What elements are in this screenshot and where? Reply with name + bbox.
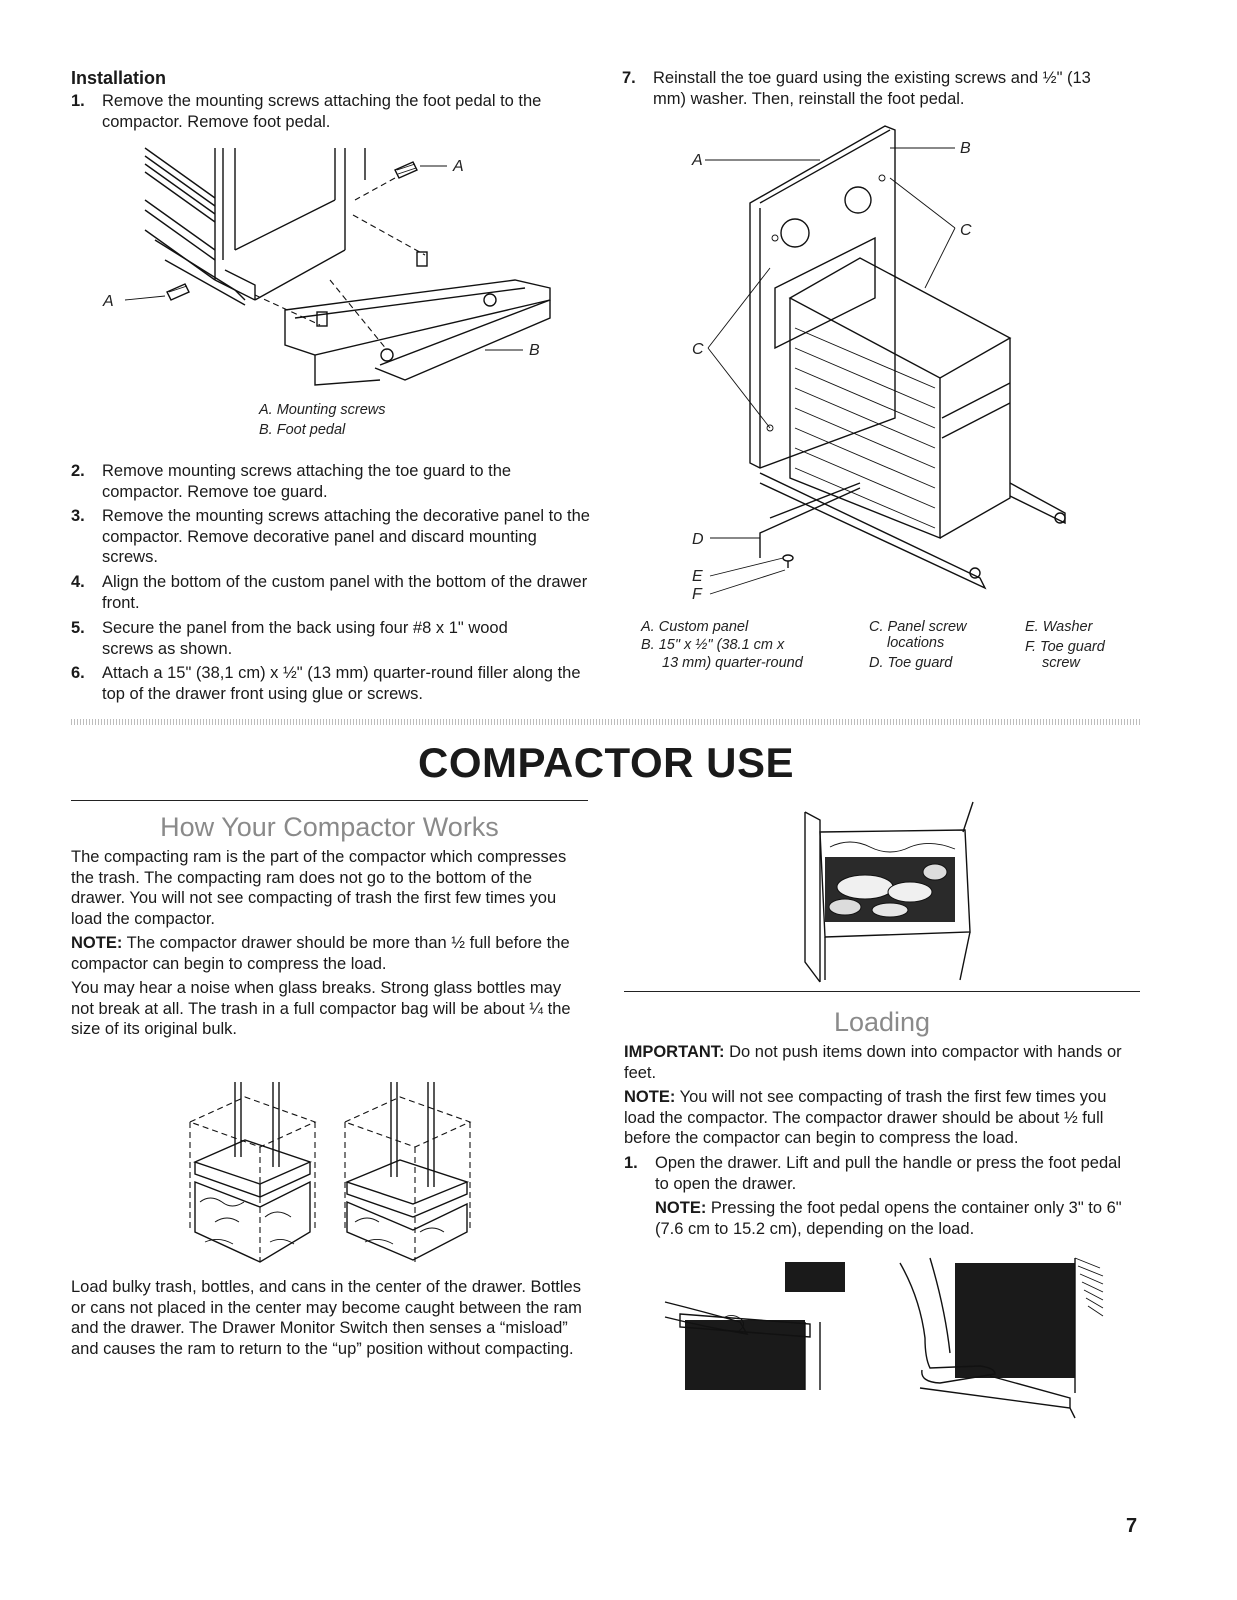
open-drawer-by-foot-pedal-illustration	[899, 1257, 1104, 1419]
step-text: Open the drawer. Lift and pull the handl…	[655, 1154, 1121, 1193]
step-text: Secure the panel from the back using fou…	[102, 619, 508, 658]
step-number: 5.	[71, 619, 85, 637]
step-number: 7.	[622, 69, 636, 87]
loading-heading: Loading	[833, 1007, 931, 1037]
note-label: NOTE:	[624, 1088, 676, 1106]
mounting-screw-a-top	[394, 161, 418, 179]
step-number: 4.	[71, 573, 85, 591]
important-label: IMPORTANT:	[624, 1043, 725, 1061]
figure2-caption-e: E. Washer	[1025, 619, 1093, 635]
step-number: 3.	[71, 507, 85, 525]
figure2-caption-d: D. Toe guard	[869, 655, 953, 671]
installation-heading: Installation	[71, 68, 167, 88]
figure2-caption-b-line1: B. 15" x ½" (38.1 cm x	[641, 637, 785, 653]
step-text: Remove the mounting screws attaching the…	[102, 92, 542, 131]
page-number: 7	[1126, 1515, 1138, 1537]
note-text: Pressing the foot pedal opens the contai…	[655, 1199, 1122, 1238]
bin-after-compacting	[343, 1082, 472, 1262]
bin-before-compacting	[188, 1082, 317, 1263]
how-it-works-rule	[71, 800, 588, 801]
note-text: The compactor drawer should be more than…	[71, 934, 570, 973]
section-divider	[71, 719, 1141, 725]
loading-note: NOTE: You will not see compacting of tra…	[624, 1087, 1140, 1149]
figure2-label-d: D	[692, 531, 704, 548]
loading-rule	[624, 991, 1140, 992]
figure2-label-a: A	[691, 152, 703, 169]
mounting-screw-a-left	[166, 283, 190, 301]
trash-bin	[788, 257, 1012, 540]
figure2-label-f: F	[692, 586, 703, 603]
figure1-caption-b: B. Foot pedal	[259, 422, 346, 438]
important-text: Do not push items down into compactor wi…	[624, 1043, 1122, 1082]
how-it-works-paragraph-3: You may hear a noise when glass breaks. …	[71, 979, 571, 1038]
loading-important: IMPORTANT: Do not push items down into c…	[624, 1042, 1124, 1083]
figure2-label-b: B	[960, 140, 971, 157]
figure2-caption-b-line2: 13 mm) quarter-round	[662, 655, 803, 671]
step-number: 6.	[71, 664, 85, 682]
figure2-caption-c-line2: locations	[887, 635, 945, 651]
drawer-slides	[759, 472, 1066, 590]
step-text: Remove mounting screws attaching the toe…	[102, 462, 512, 501]
how-it-works-heading: How Your Compactor Works	[160, 812, 499, 842]
compacting-ram-illustration	[188, 1082, 472, 1263]
washer-screw	[782, 554, 794, 568]
figure1-caption-a: A. Mounting screws	[259, 402, 386, 418]
step-text: Align the bottom of the custom panel wit…	[102, 573, 588, 612]
step-text: Attach a 15" (38,1 cm) x ½" (13 mm) quar…	[102, 664, 581, 703]
step-number: 2.	[71, 462, 85, 480]
custom-panel	[749, 125, 896, 469]
foot-pedal-removal-illustration: A A B	[102, 147, 551, 386]
foot-pedal-shape	[284, 251, 551, 386]
note-label: NOTE:	[71, 934, 123, 952]
step-number: 1.	[624, 1154, 638, 1172]
compactor-use-title: COMPACTOR USE	[418, 739, 794, 786]
how-it-works-note: NOTE: The compactor drawer should be mor…	[71, 933, 586, 974]
dashed-guide-lines	[254, 177, 426, 351]
trash-drawer-illustration	[804, 801, 974, 983]
figure2-caption-a: A. Custom panel	[641, 619, 749, 635]
figure2-caption-f-line1: F. Toe guard	[1025, 639, 1105, 655]
custom-panel-installation-illustration: A B C C D E F	[691, 125, 1066, 603]
loading-step-note: NOTE: Pressing the foot pedal opens the …	[655, 1198, 1140, 1239]
note-text: You will not see compacting of trash the…	[624, 1088, 1107, 1147]
figure1-label-a-left: A	[102, 293, 114, 310]
figure2-caption-f-line2: screw	[1042, 655, 1080, 671]
open-drawer-by-handle-illustration	[664, 1262, 845, 1390]
compactor-cabinet-lines	[144, 147, 366, 306]
figure1-label-b: B	[529, 342, 540, 359]
step-text: Reinstall the toe guard using the existi…	[653, 69, 1091, 108]
figure1-label-a-top: A	[452, 158, 464, 175]
figure2-label-c-right: C	[960, 222, 972, 239]
note-label: NOTE:	[655, 1199, 707, 1217]
how-it-works-paragraph-1: The compacting ram is the part of the co…	[71, 848, 567, 928]
figure2-caption-c-line1: C. Panel screw	[869, 619, 967, 635]
step-text: Remove the mounting screws attaching the…	[102, 507, 590, 566]
figure2-label-c-left: C	[692, 341, 704, 358]
figure2-label-e: E	[692, 568, 703, 585]
step-number: 1.	[71, 92, 85, 110]
how-it-works-paragraph-4: Load bulky trash, bottles, and cans in t…	[71, 1278, 582, 1358]
trash-contents	[825, 841, 956, 922]
